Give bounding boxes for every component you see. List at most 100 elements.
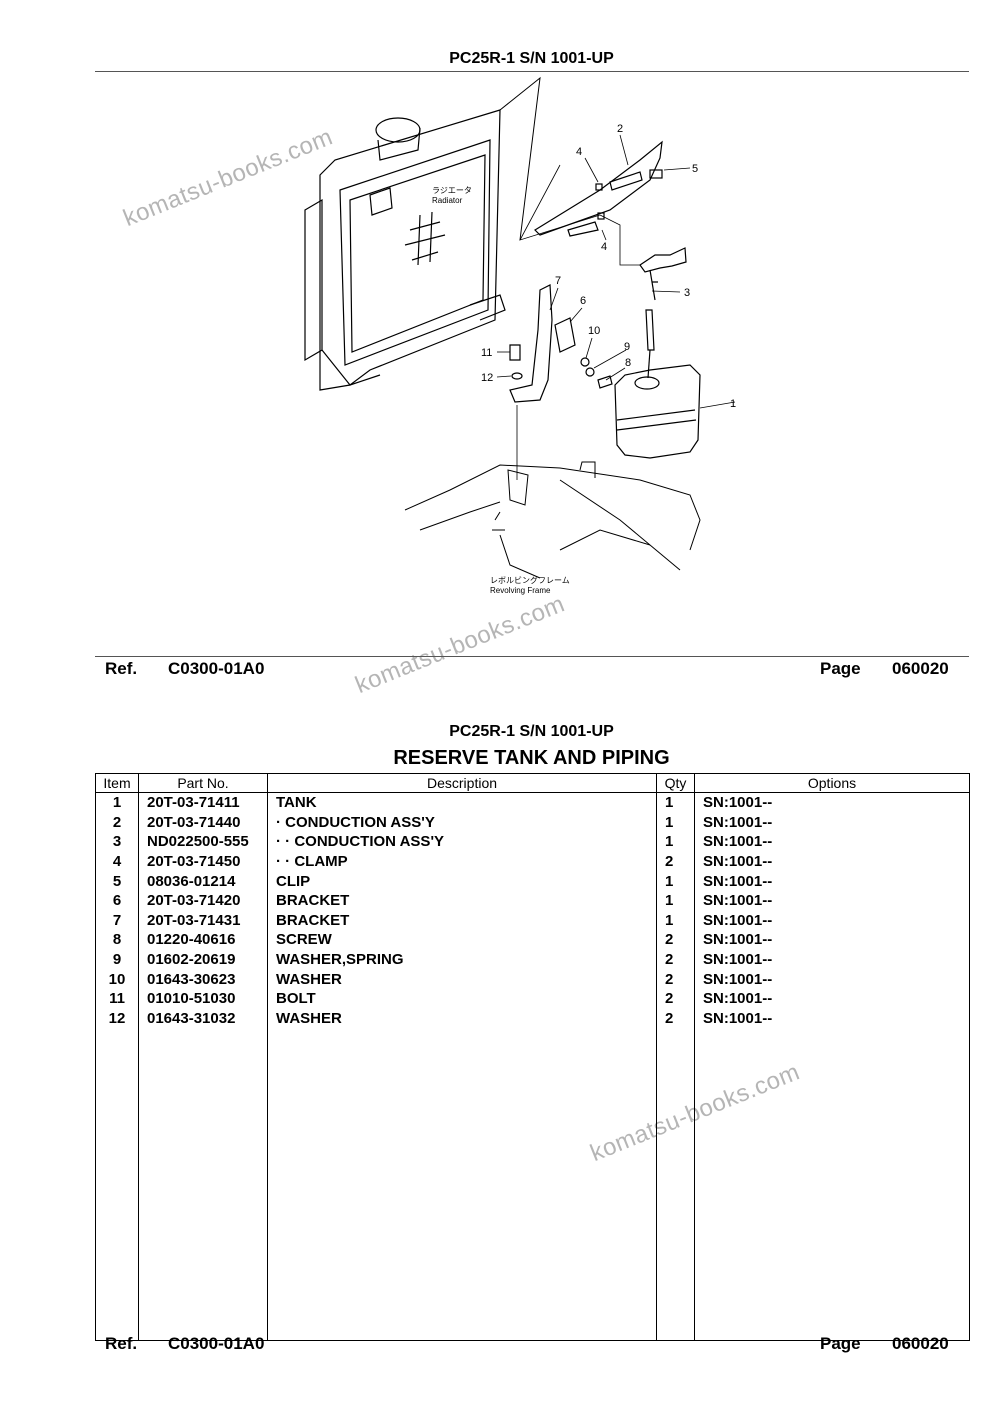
cell-part-no: 20T-03-71420: [138, 890, 268, 911]
col-header-description: Description: [267, 773, 657, 793]
cell-item: 2: [95, 812, 139, 833]
cell-options: SN:1001--: [694, 792, 970, 813]
col-header-item: Item: [95, 773, 139, 793]
cell-part-no: 01602-20619: [138, 949, 268, 970]
callout-7: 7: [555, 275, 561, 287]
cell-item: 8: [95, 930, 139, 950]
cell-part-no: 08036-01214: [138, 871, 268, 891]
ref-label-top: Ref.: [105, 659, 138, 678]
cell-item: 3: [95, 832, 139, 852]
cell-part-no: 20T-03-71431: [138, 910, 268, 931]
cell-description: WASHER,SPRING: [267, 949, 657, 970]
table-row: 4 20T-03-71450 · · CLAMP 2 SN:1001--: [95, 851, 970, 872]
table-header-row: Item Part No. Description Qty Options: [95, 773, 970, 793]
cell-description: WASHER: [267, 969, 657, 989]
cell-description: · · CONDUCTION ASS'Y: [267, 832, 657, 852]
cell-item: 5: [95, 871, 139, 891]
cell-description: BOLT: [267, 988, 657, 1009]
cell-options: SN:1001--: [694, 969, 970, 989]
table-row: 8 01220-40616 SCREW 2 SN:1001--: [95, 930, 970, 950]
callout-9: 9: [624, 341, 630, 353]
conduction-assembly-drawing: [534, 140, 687, 351]
table-row: 3 ND022500-555 · · CONDUCTION ASS'Y 1 SN…: [95, 832, 970, 852]
cell-description: SCREW: [267, 930, 657, 950]
col-header-qty: Qty: [656, 773, 695, 793]
cell-item: 10: [95, 969, 139, 989]
callout-6: 6: [580, 295, 586, 307]
cell-item: 12: [95, 1008, 139, 1029]
cell-options: SN:1001--: [694, 988, 970, 1009]
cell-options: SN:1001--: [694, 812, 970, 833]
callout-3: 3: [684, 287, 690, 299]
col-header-part-no: Part No.: [138, 773, 268, 793]
cell-qty: 1: [656, 890, 695, 911]
cell-description: WASHER: [267, 1008, 657, 1029]
cell-part-no: 01643-31032: [138, 1008, 268, 1029]
table-row: 7 20T-03-71431 BRACKET 1 SN:1001--: [95, 910, 970, 931]
header-rule: [95, 71, 969, 72]
reserve-tank-drawing: [614, 349, 701, 459]
cell-options: SN:1001--: [694, 871, 970, 891]
cell-qty: 2: [656, 1008, 695, 1029]
table-row: 5 08036-01214 CLIP 1 SN:1001--: [95, 871, 970, 891]
table-empty-space: [95, 1028, 970, 1342]
page-number-top: 060020: [892, 659, 949, 678]
cell-qty: 1: [656, 792, 695, 813]
ref-code-top: C0300-01A0: [168, 659, 265, 678]
cell-item: 7: [95, 910, 139, 931]
cell-options: SN:1001--: [694, 1008, 970, 1029]
callout-8: 8: [625, 357, 631, 369]
table-row: 6 20T-03-71420 BRACKET 1 SN:1001--: [95, 890, 970, 911]
ref-label-bottom: Ref.: [105, 1334, 138, 1353]
cell-item: 4: [95, 851, 139, 872]
frame-label-jp: レボルビングフレーム: [490, 575, 570, 585]
radiator-drawing: [304, 76, 601, 391]
cell-qty: 2: [656, 969, 695, 989]
cell-qty: 2: [656, 988, 695, 1009]
callout-11: 11: [481, 347, 492, 359]
callout-4a: 4: [576, 146, 582, 158]
bracket-fasteners-drawing: [509, 284, 613, 480]
table-row: 11 01010-51030 BOLT 2 SN:1001--: [95, 988, 970, 1009]
page-label-bottom: Page: [820, 1334, 861, 1353]
cell-qty: 2: [656, 949, 695, 970]
callout-2: 2: [617, 123, 623, 135]
parts-page-title: PC25R-1 S/N 1001-UP: [449, 723, 614, 740]
cell-qty: 2: [656, 851, 695, 872]
cell-qty: 2: [656, 930, 695, 950]
callout-1: 1: [730, 398, 736, 410]
cell-options: SN:1001--: [694, 930, 970, 950]
cell-options: SN:1001--: [694, 949, 970, 970]
frame-label: Revolving Frame: [490, 586, 551, 595]
parts-table: Item Part No. Description Qty Options 1 …: [95, 773, 970, 1342]
section-title: RESERVE TANK AND PIPING: [393, 747, 670, 769]
page-label-top: Page: [820, 659, 861, 678]
cell-options: SN:1001--: [694, 851, 970, 872]
footer-top-rule: [95, 656, 969, 657]
cell-item: 9: [95, 949, 139, 970]
callout-4b: 4: [601, 241, 607, 253]
cell-description: TANK: [267, 792, 657, 813]
cell-part-no: 20T-03-71440: [138, 812, 268, 833]
exploded-parts-diagram: ラジエータ Radiator: [304, 76, 736, 595]
cell-part-no: 01643-30623: [138, 969, 268, 989]
callout-10: 10: [588, 325, 600, 337]
page-number-bottom: 060020: [892, 1334, 949, 1353]
diagram-page-title: PC25R-1 S/N 1001-UP: [449, 50, 614, 67]
table-row: 9 01602-20619 WASHER,SPRING 2 SN:1001--: [95, 949, 970, 970]
callout-5: 5: [692, 163, 698, 175]
cell-qty: 1: [656, 871, 695, 891]
cell-description: · · CLAMP: [267, 851, 657, 872]
cell-options: SN:1001--: [694, 832, 970, 852]
table-row: 2 20T-03-71440 · CONDUCTION ASS'Y 1 SN:1…: [95, 812, 970, 833]
col-header-options: Options: [694, 773, 970, 793]
revolving-frame-drawing: [404, 461, 701, 579]
table-row: 12 01643-31032 WASHER 2 SN:1001--: [95, 1008, 970, 1029]
cell-part-no: 20T-03-71411: [138, 792, 268, 813]
cell-item: 11: [95, 988, 139, 1009]
cell-description: · CONDUCTION ASS'Y: [267, 812, 657, 833]
cell-item: 1: [95, 792, 139, 813]
cell-part-no: 01220-40616: [138, 930, 268, 950]
cell-options: SN:1001--: [694, 890, 970, 911]
cell-qty: 1: [656, 812, 695, 833]
